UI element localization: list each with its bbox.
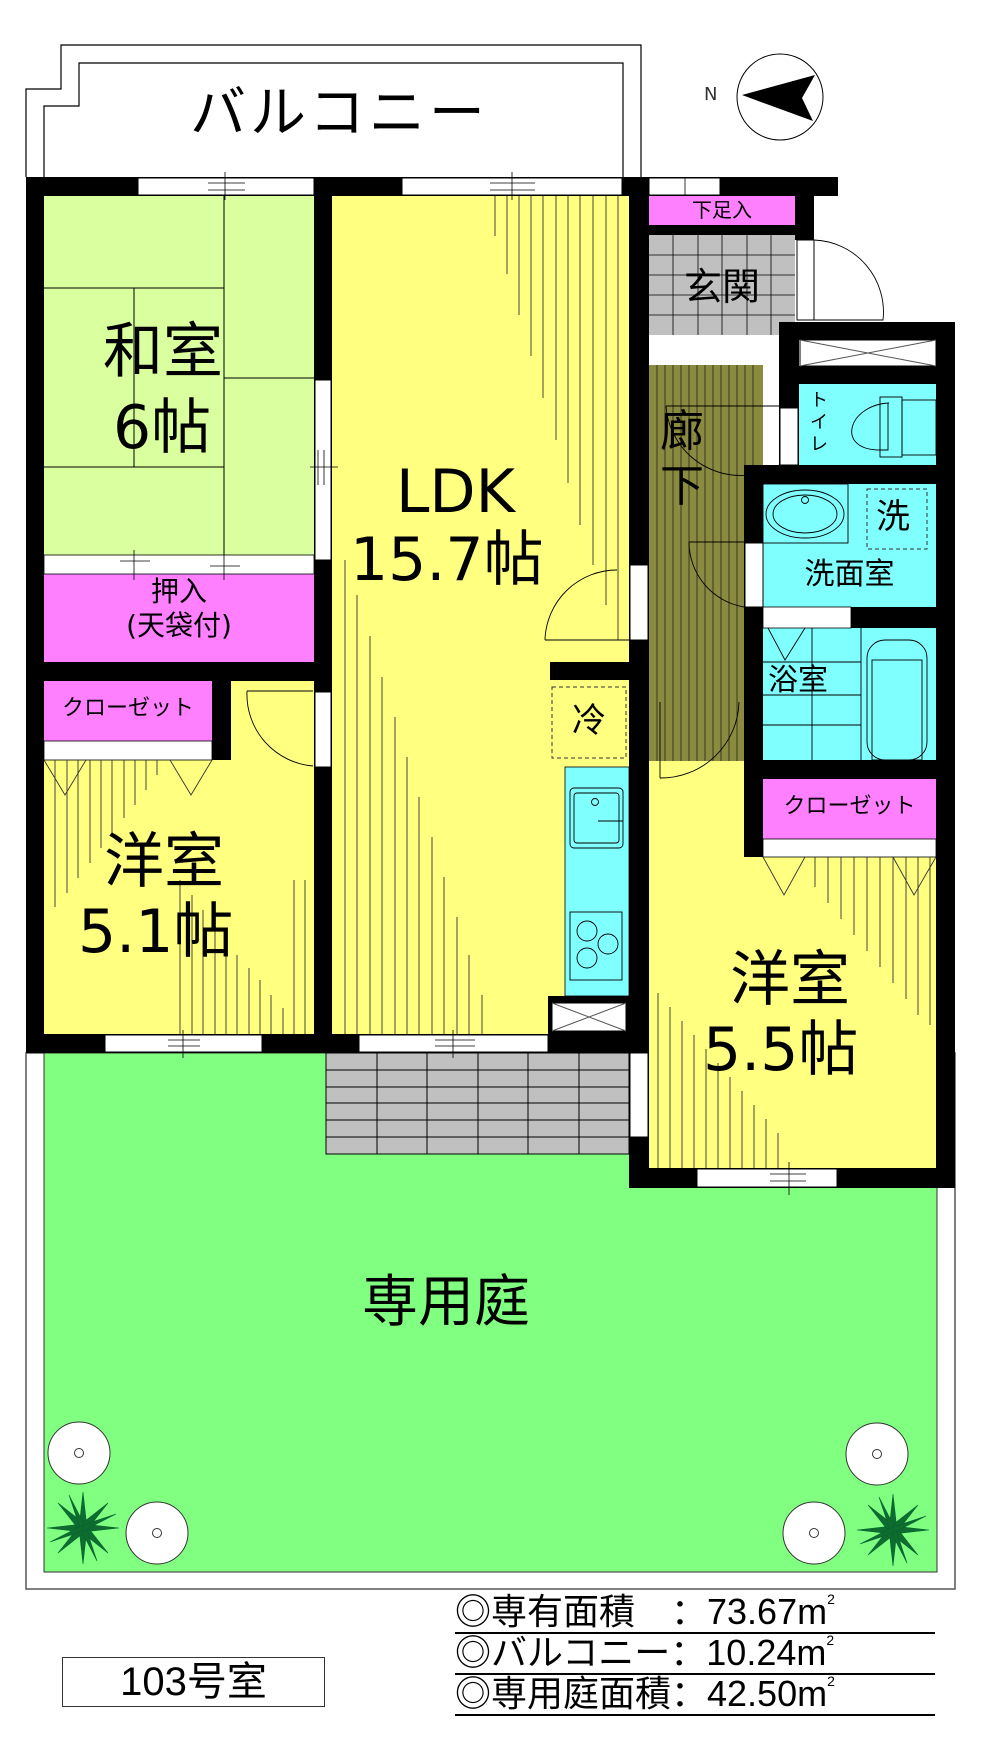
area-unit: m	[797, 1673, 828, 1714]
area-row-garden: ◎専用庭面積：42.50m2	[455, 1674, 935, 1716]
entrance-label: 玄関	[683, 265, 760, 309]
western1-size: 5.1帖	[78, 897, 234, 967]
entrance-tile-grid	[649, 235, 795, 335]
balcony-outline	[25, 44, 642, 177]
washitsu-name: 和室	[103, 317, 223, 387]
hallway-stripes	[656, 365, 754, 761]
balcony-label: バルコニー	[190, 81, 489, 146]
washer-space	[866, 488, 928, 550]
area-row-balcony: ◎バルコニー：10.24m2	[455, 1633, 935, 1675]
bath-fill	[763, 628, 936, 760]
area-label: ◎専有面積 ：	[455, 1591, 708, 1632]
area-value: 10.24	[706, 1632, 797, 1673]
terrace-tiles	[325, 1052, 630, 1155]
compass-icon	[736, 53, 824, 141]
area-unit: m	[797, 1591, 828, 1632]
oshiire-fill	[44, 574, 314, 662]
bathroom-label: 浴室	[768, 663, 828, 698]
hallway-label-1: 廊	[660, 406, 704, 457]
oshiire-line2: (天袋付)	[126, 609, 232, 642]
washer-label: 洗	[876, 497, 910, 537]
closet-right-fill	[763, 779, 936, 839]
area-unit-sup: 2	[826, 1632, 835, 1648]
washroom-label: 洗面室	[804, 557, 895, 592]
closet-right-label: クローゼット	[783, 794, 916, 819]
area-unit-sup: 2	[827, 1673, 835, 1689]
shoe-closet-label: 下足入	[692, 198, 752, 222]
room-number: 103号室	[120, 1660, 267, 1704]
area-label: ◎バルコニー：	[455, 1632, 707, 1673]
washitsu-size: 6帖	[113, 393, 212, 463]
ldk-name: LDK	[396, 457, 515, 527]
window-marks	[120, 172, 806, 1195]
area-label: ◎専用庭面積：	[455, 1673, 708, 1714]
tatami-lines	[44, 196, 314, 555]
ldk-floor-lines	[344, 196, 619, 1034]
oshiire-line1: 押入	[150, 575, 207, 608]
shoe-closet-fill	[649, 196, 795, 225]
ldk-size: 15.7帖	[350, 525, 544, 595]
fridge-space	[551, 686, 627, 759]
western1-name: 洋室	[104, 827, 224, 897]
closet-left-label: クローゼット	[61, 696, 194, 721]
doors	[246, 239, 884, 779]
area-row-exclusive: ◎専有面積 ：73.67m2	[455, 1592, 935, 1634]
garden-plants	[46, 1421, 930, 1567]
area-unit: m	[796, 1632, 827, 1673]
toilet-label-3: レ	[810, 434, 828, 455]
washitsu-fill	[44, 196, 314, 555]
hallway-label-2: 下	[660, 461, 704, 512]
garden-label: 専用庭	[362, 1270, 530, 1335]
area-value: 73.67	[707, 1591, 798, 1632]
toilet-label-1: ト	[810, 390, 828, 411]
compass-n-label: N	[704, 84, 718, 105]
room-number-box: 103号室	[62, 1657, 325, 1707]
fridge-label: 冷	[572, 701, 606, 741]
area-unit-sup: 2	[827, 1591, 835, 1607]
western2-size: 5.5帖	[703, 1015, 859, 1085]
washroom-fill	[763, 484, 936, 607]
toilet-fill	[799, 384, 936, 465]
toilet-label-2: イ	[810, 412, 828, 433]
western2-name: 洋室	[730, 945, 850, 1015]
area-value: 42.50	[707, 1673, 798, 1714]
closet-left-fill	[44, 681, 212, 741]
